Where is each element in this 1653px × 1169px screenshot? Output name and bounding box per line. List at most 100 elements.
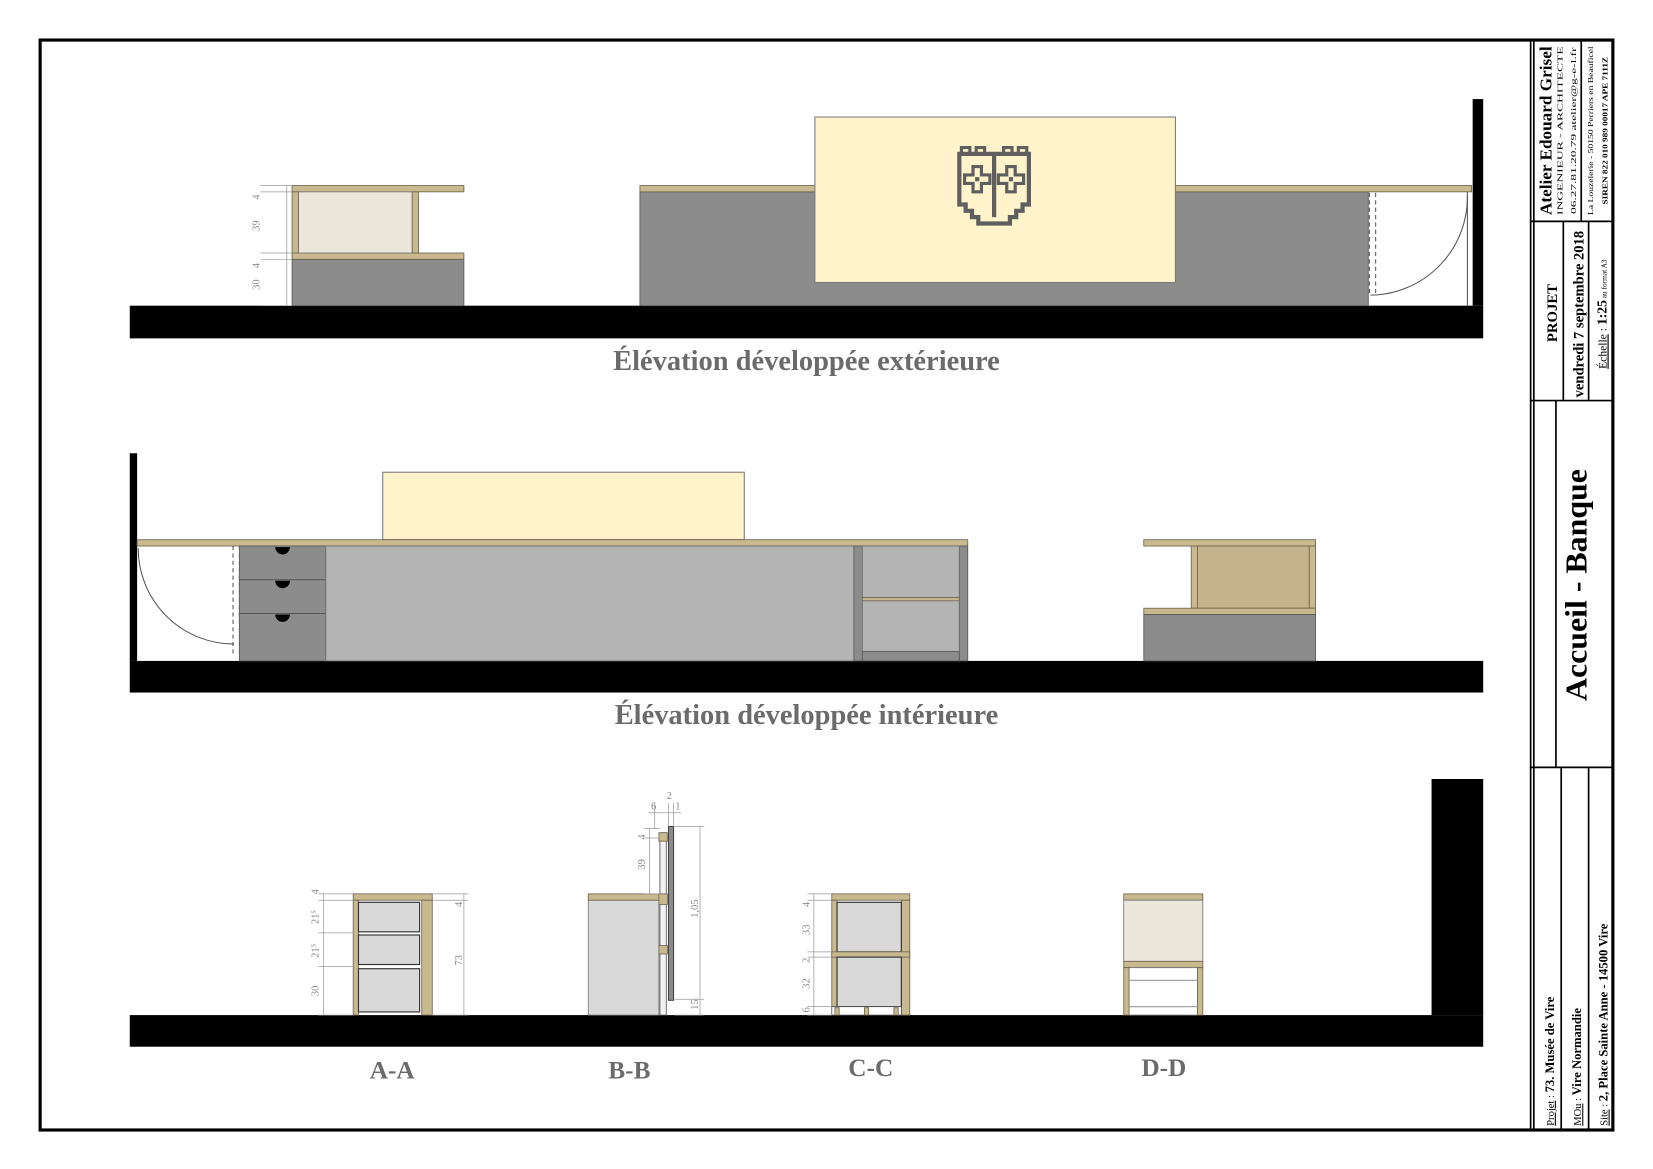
drawer (357, 968, 421, 1013)
dimension-text: 73 (454, 955, 465, 966)
section-label: B-B (608, 1056, 650, 1084)
scale-label: Échelle (1596, 334, 1610, 369)
post-joint (658, 893, 668, 905)
shelf-right-post (958, 545, 969, 662)
desk-cabinet (1143, 614, 1317, 662)
section-c-c: 4 33 2 32 6 C-C (802, 893, 911, 1082)
right-post (900, 899, 911, 1016)
shelf-plank (831, 951, 911, 958)
left-wall (129, 453, 138, 661)
drawer-unit (238, 545, 327, 662)
section-label: C-C (848, 1054, 893, 1082)
dimension-text: 6 (651, 802, 656, 813)
project-value: 73. Musée de Vire (1543, 996, 1557, 1092)
floor-slab (129, 1015, 1484, 1047)
door-swing-exterior (1368, 191, 1468, 306)
office-profession: INGENIEUR - ARCHITECTE (1555, 45, 1564, 215)
dimension-text: 6 (802, 1007, 813, 1012)
site-value: 2, Place Sainte Anne - 14500 Vire (1597, 923, 1611, 1101)
dimension-text: 30 (251, 279, 262, 290)
dimension-text: 15 (690, 999, 701, 1010)
client-value: Vire Normandie (1570, 1008, 1584, 1096)
drawing-scale: Échelle : 1:25 au format A3 (1595, 259, 1610, 369)
dimension-text: 30 (310, 986, 321, 997)
plinth-foot (834, 1007, 840, 1016)
dimension-text: 33 (802, 924, 813, 935)
dimension-text: 4 (310, 888, 321, 894)
dimension-text: 1 (675, 802, 680, 813)
drawer-handle (275, 580, 290, 589)
dimension-text: 39 (251, 220, 262, 231)
section-b-b: 6 2 1 4 39 1,05 15 B-B (587, 791, 705, 1084)
desk-top-plank (291, 185, 465, 193)
upper-drawer (836, 901, 902, 953)
left-post (352, 899, 359, 1016)
side-desk-dimensions: 4 39 4 30 (251, 185, 293, 307)
shelf-unit (853, 545, 969, 662)
dimension-text: 4 (802, 901, 813, 907)
site-separator: : (1600, 1101, 1611, 1109)
project-label: Projet (1546, 1101, 1557, 1126)
dimension-text: 4 (251, 262, 262, 268)
office-contact: 06.27.81.20.79 atelier@g-e-l.fr (1569, 46, 1578, 214)
back-panel (1123, 899, 1204, 962)
door-swing-interior (137, 546, 240, 654)
section-d-d: D-D (1123, 893, 1204, 1082)
desk-shelf-plank (1143, 607, 1317, 615)
section-label: D-D (1141, 1054, 1186, 1082)
interior-elevation: Élévation développée intérieure (129, 453, 1484, 731)
office-address: La Louzelerie - 50150 Perriers en Beaufi… (1586, 46, 1595, 215)
left-post (1123, 967, 1130, 1016)
exterior-elevation: 4 39 4 30 Élév (129, 99, 1484, 377)
desk-right-post (1308, 545, 1317, 609)
counter-top-plank (136, 539, 969, 547)
interior-elevation-title: Élévation développée intérieure (615, 698, 999, 731)
plinth (861, 651, 960, 662)
drawing-date: vendredi 7 septembre 2018 (1571, 231, 1587, 398)
desk-top-plank (1143, 539, 1317, 547)
floor-slab (129, 305, 1484, 339)
desk-back-panel (297, 191, 413, 254)
client-line: MOu : Vire Normandie (1570, 1008, 1584, 1126)
office-registration: SIREN 822 010 989 00017 APE 7111Z (1601, 57, 1610, 205)
top-plank (587, 893, 663, 901)
counter-back-panel (325, 545, 855, 662)
site-line: Site : 2, Place Sainte Anne - 14500 Vire (1597, 923, 1611, 1126)
lower-frame (1128, 967, 1198, 1016)
project-line: Projet : 73. Musée de Vire (1543, 996, 1557, 1126)
site-label: Site (1600, 1109, 1611, 1126)
office-name: Atelier Edouard Grisel (1537, 46, 1556, 215)
top-plank (1123, 893, 1204, 901)
drawer-handle (275, 614, 290, 622)
scale-note: au format A3 (1600, 259, 1609, 300)
dimension-text: 21⁵ (310, 910, 321, 925)
dimension-text: 4 (454, 901, 465, 907)
dimension-text: 2 (667, 791, 672, 802)
side-desk-rear (1143, 539, 1317, 662)
dimension-text: 4 (251, 194, 262, 200)
client-separator: : (1573, 1095, 1584, 1103)
drawer-cabinet (238, 545, 327, 662)
desk-inner-post (411, 191, 419, 254)
lower-drawer (836, 956, 902, 1008)
scale-value: 1:25 (1595, 300, 1610, 325)
right-post (421, 899, 433, 1016)
counter-sign-panel (382, 471, 745, 541)
desk-shelf-plank (291, 252, 465, 260)
section-a-a: 4 21⁵ 21⁵ 30 4 73 A-A (310, 888, 469, 1084)
lower-drawer (861, 600, 960, 652)
counter-body (587, 899, 660, 1016)
dimension-text: 4 (637, 834, 648, 840)
post-joint (658, 832, 668, 842)
shelf-plank (1123, 960, 1204, 969)
plinth-foot (864, 1007, 870, 1016)
shelf-plank (861, 597, 960, 602)
drawer (357, 901, 421, 933)
desk-left-post (1190, 545, 1198, 609)
post-joint (658, 945, 668, 955)
floor-slab (129, 660, 1484, 693)
client-label: MOu (1573, 1103, 1584, 1126)
section-label: A-A (370, 1056, 416, 1084)
upper-drawer (861, 545, 960, 599)
